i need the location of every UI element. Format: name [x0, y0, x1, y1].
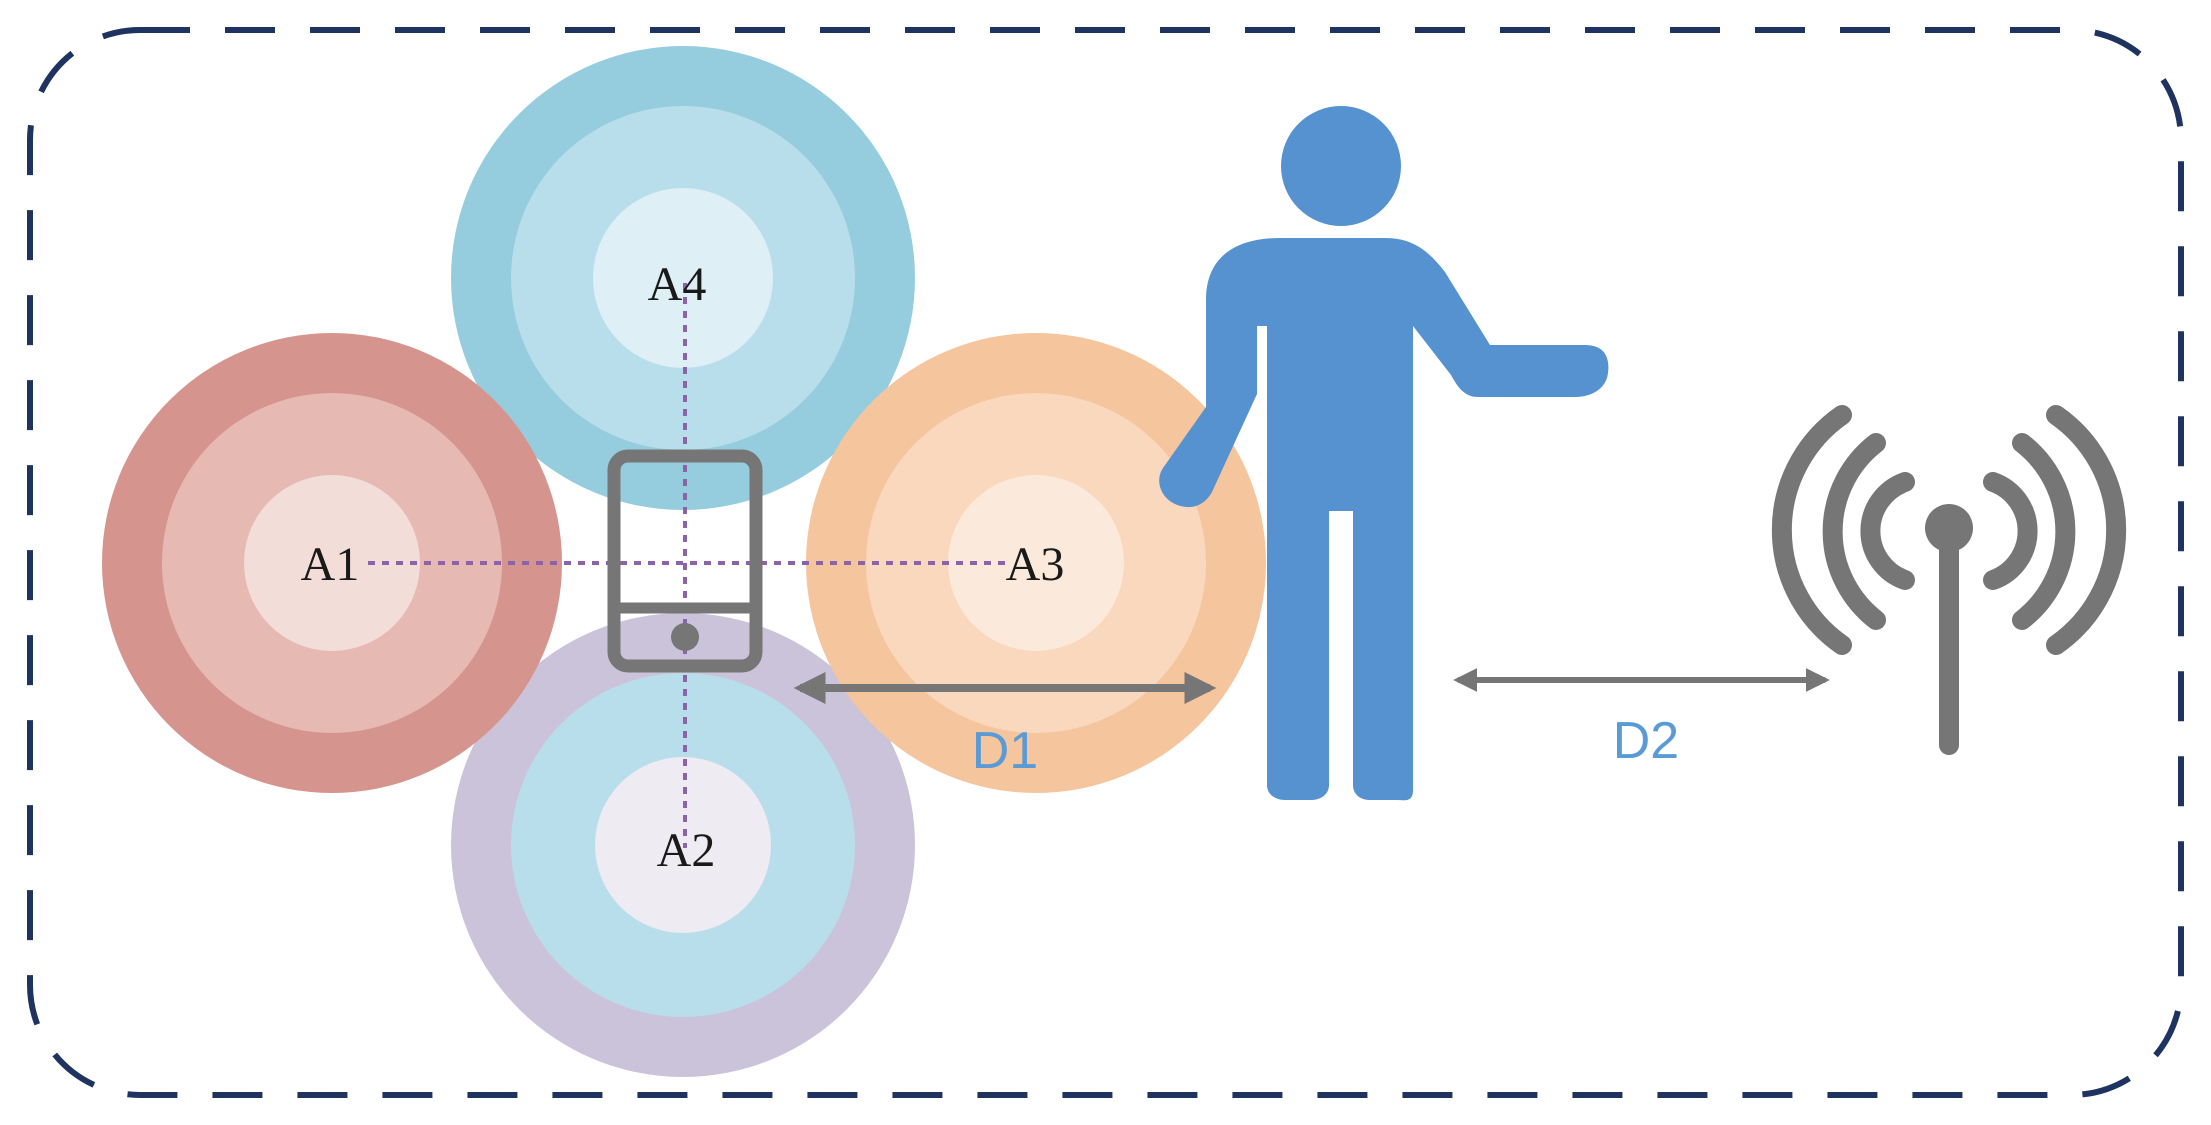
anchor-label-a2: A2	[657, 824, 716, 877]
d2-label: D2	[1613, 712, 1679, 770]
smartphone-icon	[607, 449, 763, 673]
anchor-label-a4: A4	[648, 258, 707, 311]
anchor-label-a3: A3	[1006, 538, 1065, 591]
person-icon	[1159, 106, 1609, 801]
antenna-icon	[1771, 405, 2127, 755]
dashed-border	[27, 27, 2184, 1098]
anchor-a1	[102, 333, 562, 793]
anchor-label-a1: A1	[301, 538, 360, 591]
d1-label: D1	[972, 722, 1038, 780]
anchor-a4	[451, 46, 915, 510]
